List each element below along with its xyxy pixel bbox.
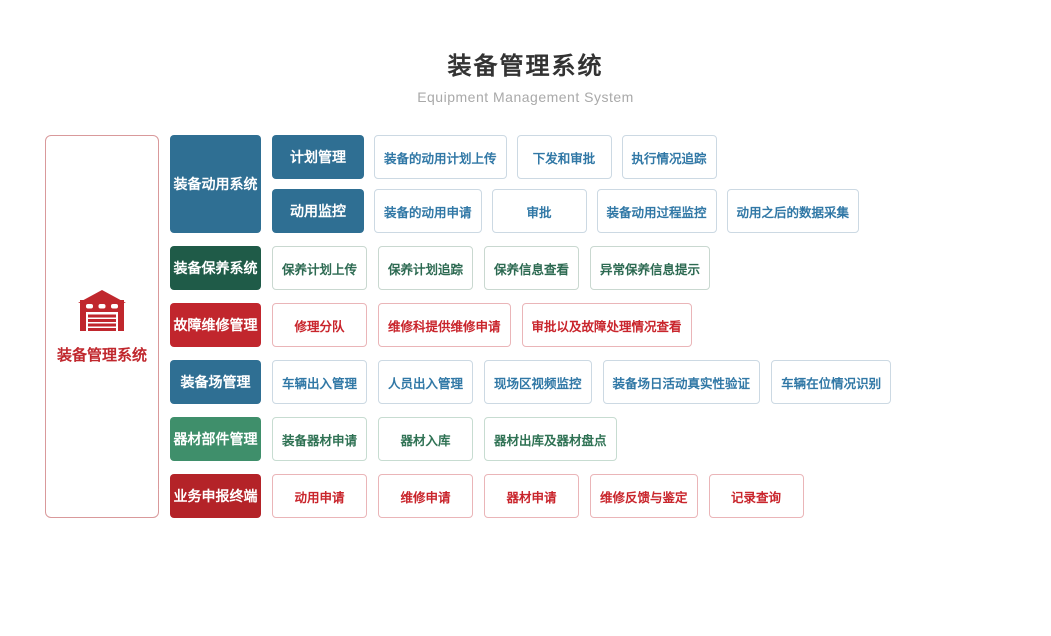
module-row: 装备保养系统保养计划上传保养计划追踪保养信息查看异常保养信息提示 [170, 246, 891, 290]
module-groups: 计划管理装备的动用计划上传下发和审批执行情况追踪动用监控装备的动用申请审批装备动… [272, 135, 860, 233]
feature-item-box: 维修科提供维修申请 [378, 303, 511, 347]
group-row: 计划管理装备的动用计划上传下发和审批执行情况追踪 [272, 135, 859, 179]
module-box: 业务申报终端 [170, 474, 261, 518]
feature-item-box: 保养计划上传 [272, 246, 368, 290]
page-title: 装备管理系统 [447, 53, 604, 80]
feature-item-box: 器材入库 [378, 417, 474, 461]
feature-item-box: 异常保养信息提示 [590, 246, 711, 290]
feature-item-box: 审批 [491, 189, 587, 233]
feature-item-box: 动用申请 [272, 474, 367, 518]
feature-item-box: 保养信息查看 [484, 246, 580, 290]
feature-item-box: 修理分队 [272, 303, 367, 347]
feature-item-box: 维修反馈与鉴定 [590, 474, 698, 518]
modules-diagram: 装备动用系统计划管理装备的动用计划上传下发和审批执行情况追踪动用监控装备的动用申… [170, 135, 892, 518]
page: 装备管理系统 Equipment Management System [0, 0, 1051, 518]
feature-item-box: 器材申请 [484, 474, 579, 518]
module-row: 器材部件管理装备器材申请器材入库器材出库及器材盘点 [170, 417, 891, 461]
feature-item-box: 保养计划追踪 [378, 246, 474, 290]
feature-item-box: 审批以及故障处理情况查看 [521, 303, 692, 347]
feature-item-box: 现场区视频监控 [484, 360, 592, 404]
page-subtitle: Equipment Management System [417, 89, 634, 105]
group-row: 动用监控装备的动用申请审批装备动用过程监控动用之后的数据采集 [272, 189, 860, 233]
module-row: 业务申报终端动用申请维修申请器材申请维修反馈与鉴定记录查询 [170, 474, 891, 518]
root-system-content: 装备管理系统 [57, 289, 147, 365]
root-system-label: 装备管理系统 [56, 346, 147, 364]
module-row: 装备场管理车辆出入管理人员出入管理现场区视频监控装备场日活动真实性验证车辆在位情… [170, 360, 892, 404]
module-box: 装备保养系统 [170, 246, 261, 290]
feature-item-box: 执行情况追踪 [621, 135, 717, 179]
feature-item-box: 动用之后的数据采集 [726, 189, 860, 233]
garage-icon [77, 289, 126, 331]
submodule-box: 计划管理 [272, 135, 364, 179]
feature-item-box: 人员出入管理 [378, 360, 474, 404]
root-system-box: 装备管理系统 [45, 135, 159, 518]
module-box: 器材部件管理 [170, 417, 261, 461]
feature-item-box: 装备器材申请 [272, 417, 368, 461]
feature-item-box: 装备的动用计划上传 [374, 135, 507, 179]
feature-item-box: 车辆在位情况识别 [771, 360, 892, 404]
diagram-area: 装备管理系统 装备动用系统计划管理装备的动用计划上传下发和审批执行情况追踪动用监… [0, 135, 1051, 518]
module-row: 装备动用系统计划管理装备的动用计划上传下发和审批执行情况追踪动用监控装备的动用申… [170, 135, 891, 233]
feature-item-box: 装备场日活动真实性验证 [602, 360, 761, 404]
feature-item-box: 记录查询 [708, 474, 804, 518]
module-row: 故障维修管理修理分队维修科提供维修申请审批以及故障处理情况查看 [170, 303, 891, 347]
module-box: 装备动用系统 [170, 135, 261, 233]
module-box: 故障维修管理 [170, 303, 261, 347]
feature-item-box: 维修申请 [378, 474, 473, 518]
feature-item-box: 器材出库及器材盘点 [484, 417, 617, 461]
feature-item-box: 下发和审批 [516, 135, 612, 179]
feature-item-box: 装备的动用申请 [374, 189, 482, 233]
submodule-box: 动用监控 [272, 189, 364, 233]
feature-item-box: 车辆出入管理 [272, 360, 368, 404]
module-box: 装备场管理 [170, 360, 261, 404]
feature-item-box: 装备动用过程监控 [596, 189, 717, 233]
page-header: 装备管理系统 Equipment Management System [0, 0, 1051, 105]
